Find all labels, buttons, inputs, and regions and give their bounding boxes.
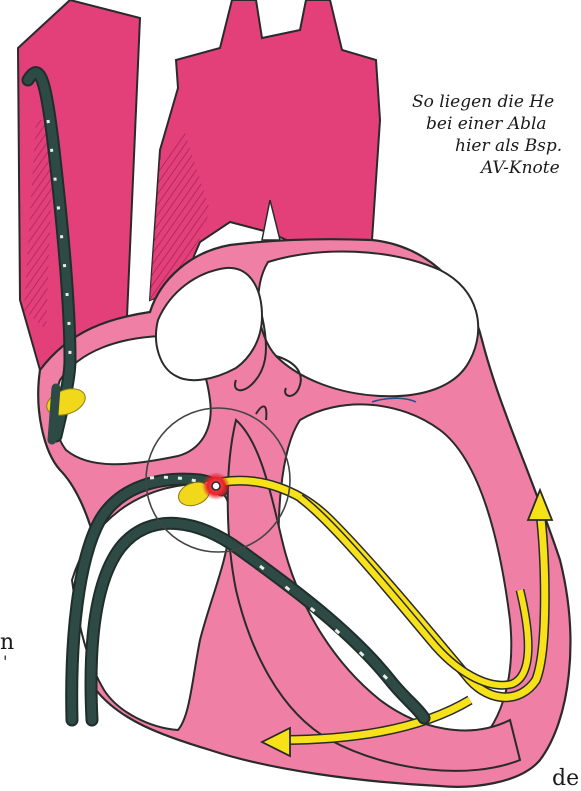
edge-text-left: n bbox=[0, 632, 14, 654]
edge-text-bottom-right: de bbox=[552, 768, 579, 790]
edge-mark-left: ' bbox=[3, 654, 7, 670]
